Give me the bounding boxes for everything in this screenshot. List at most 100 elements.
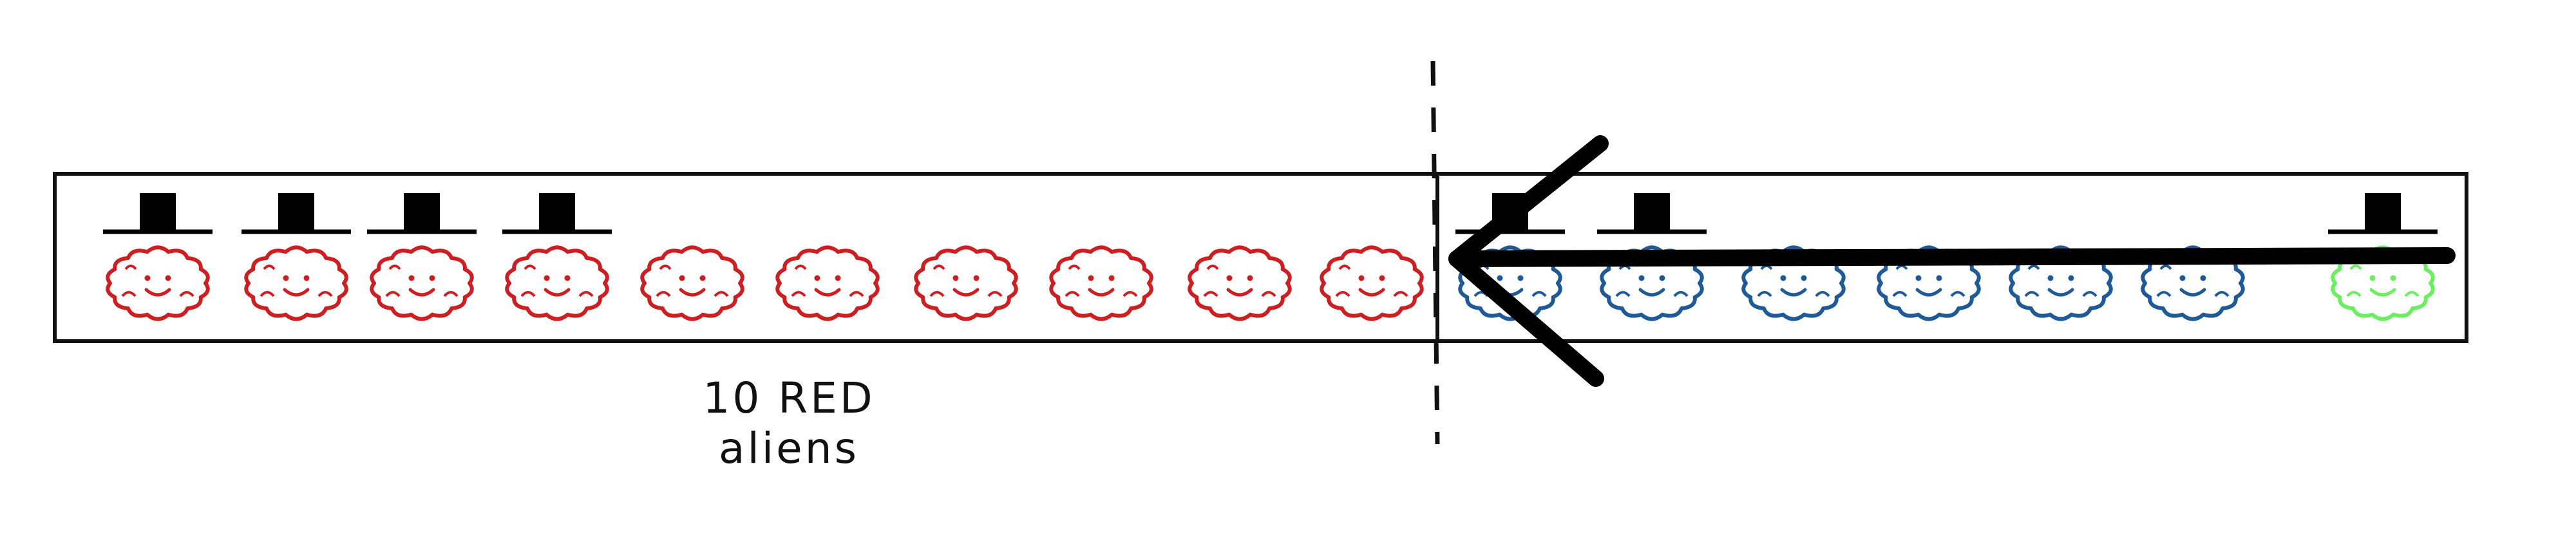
alien-eye [303,275,310,281]
alien-smile [144,288,171,297]
alien-eye [2047,275,2054,281]
alien-eye [2200,275,2206,281]
alien-texture [1335,265,1408,297]
alien-body [775,245,880,321]
alien-eye [1915,275,1922,281]
alien-smile [1226,288,1253,297]
alien-eye [814,275,820,281]
alien-texture [2346,265,2420,297]
alien-eye [1247,275,1253,281]
alien-texture [791,265,864,297]
alien-texture [656,265,729,297]
alien-smile [814,288,841,297]
alien-eye [973,275,980,281]
alien-eye [2390,275,2396,281]
alien-eye [679,275,685,281]
alien-texture [2024,265,2098,297]
top-hat [367,193,477,234]
alien-eye [2068,275,2074,281]
alien-body [914,245,1018,321]
alien-eye [544,275,550,281]
top-hat [2328,193,2438,234]
alien-smile [1915,288,1942,297]
alien-eye [2369,275,2376,281]
hat-crown [404,193,440,230]
alien-eye [1379,275,1385,281]
label-line-1: 10 RED [703,373,875,423]
alien-eye [1801,275,1807,281]
top-hat [1597,193,1707,234]
alien-body [1049,245,1153,321]
alien-eye [1497,275,1503,281]
alien-smile [679,288,706,297]
alien-eye [1358,275,1365,281]
alien-eye [1226,275,1233,281]
hat-crown [278,193,314,230]
alien-smile [952,288,980,297]
alien-body [1188,245,1292,321]
alien-smile [544,288,571,297]
alien-eye [1936,275,1942,281]
hat-crown [1634,193,1670,230]
alien-eye [144,275,151,281]
alien-smile [408,288,435,297]
alien-smile [1780,288,1807,297]
alien-texture [1203,265,1276,297]
alien-body [1320,245,1424,321]
alien-texture [1892,265,1965,297]
alien-body [244,245,348,321]
alien-red [1188,245,1292,321]
hat-crown [2365,193,2401,230]
alien-eye [1780,275,1786,281]
alien-texture [260,265,333,297]
alien-red [1320,245,1424,321]
alien-eye [408,275,415,281]
hat-crown [539,193,575,230]
alien-eye [1659,275,1665,281]
alien-body [106,245,210,321]
alien-eye [564,275,571,281]
alien-red [914,245,1018,321]
alien-smile [283,288,310,297]
alien-red [775,245,880,321]
alien-texture [520,265,594,297]
alien-red [640,245,744,321]
alien-texture [385,265,459,297]
alien-smile [2047,288,2074,297]
alien-smile [2179,288,2206,297]
alien-eye [699,275,706,281]
alien-green [2328,193,2438,321]
alien-eye [952,275,959,281]
hat-crown [140,193,176,230]
alien-eye [1638,275,1645,281]
alien-eye [835,275,841,281]
left-arrow [1448,135,2456,387]
alien-body [370,245,474,321]
alien-eye [429,275,435,281]
alien-red [103,193,213,321]
alien-eye [1108,275,1115,281]
top-hat [103,193,213,234]
alien-eye [1517,275,1524,281]
alien-eye [2179,275,2186,281]
alien-blue [1597,193,1707,321]
alien-smile [1088,288,1115,297]
alien-body [640,245,744,321]
alien-texture [1757,265,1830,297]
alien-smile [1638,288,1665,297]
alien-red [1049,245,1153,321]
alien-smile [1358,288,1385,297]
top-hat [242,193,351,234]
alien-smile [2369,288,2396,297]
alien-texture [1065,265,1138,297]
alien-eye [1088,275,1094,281]
red-aliens-label: 10 RED aliens [644,373,934,474]
alien-texture [121,265,194,297]
alien-eye [283,275,289,281]
alien-red [242,193,351,321]
alien-red [502,193,612,321]
alien-texture [1615,265,1689,297]
label-line-2: aliens [719,424,859,473]
alien-texture [2156,265,2230,297]
